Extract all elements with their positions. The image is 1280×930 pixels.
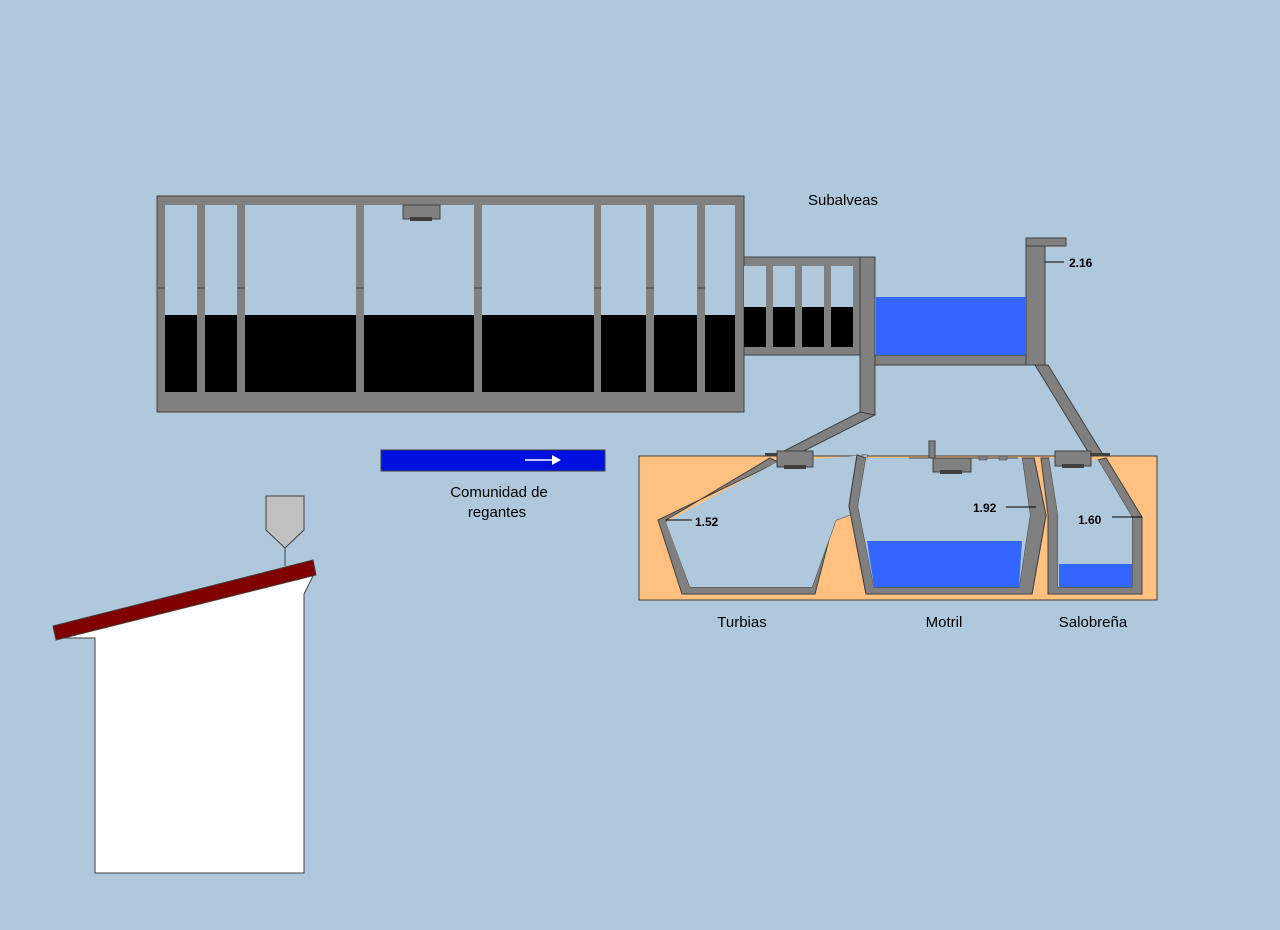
- salobrena-water: [1059, 564, 1132, 587]
- connector-tank: [743, 256, 861, 356]
- roof: [52, 559, 317, 641]
- turbias-level-value: 1.52: [695, 515, 719, 529]
- turbias-gate-icon: [776, 450, 814, 468]
- subalveas-label: Subalveas: [808, 192, 878, 209]
- flow-arrow-icon: [552, 455, 561, 465]
- comunidad-flow-bar: [380, 449, 606, 472]
- ground-area: [638, 440, 1158, 601]
- gate-icon: [402, 204, 441, 220]
- subalveas-tank: [874, 237, 1067, 366]
- salobrena-level-value: 1.60: [1078, 513, 1102, 527]
- salobrena-gate-icon: [1054, 450, 1092, 467]
- subalveas-water: [876, 297, 1026, 355]
- building: [52, 495, 317, 874]
- turbias-label: Turbias: [717, 614, 766, 631]
- pipe-to-salobrena: [1034, 364, 1106, 459]
- salobrena-label: Salobreña: [1059, 614, 1128, 631]
- vertical-pipe: [859, 256, 876, 416]
- motril-level-value: 1.92: [973, 501, 997, 515]
- motril-gate-icon: [932, 457, 972, 473]
- comunidad-label-line1: Comunidad de: [450, 484, 548, 501]
- comunidad-label-line2: regantes: [468, 504, 526, 521]
- motril-label: Motril: [926, 614, 963, 631]
- hopper-icon: [265, 495, 305, 549]
- sludge-level: [165, 315, 735, 392]
- subalveas-level-value: 2.16: [1069, 256, 1093, 270]
- motril-water: [867, 541, 1022, 587]
- main-channel-tank: [156, 195, 745, 413]
